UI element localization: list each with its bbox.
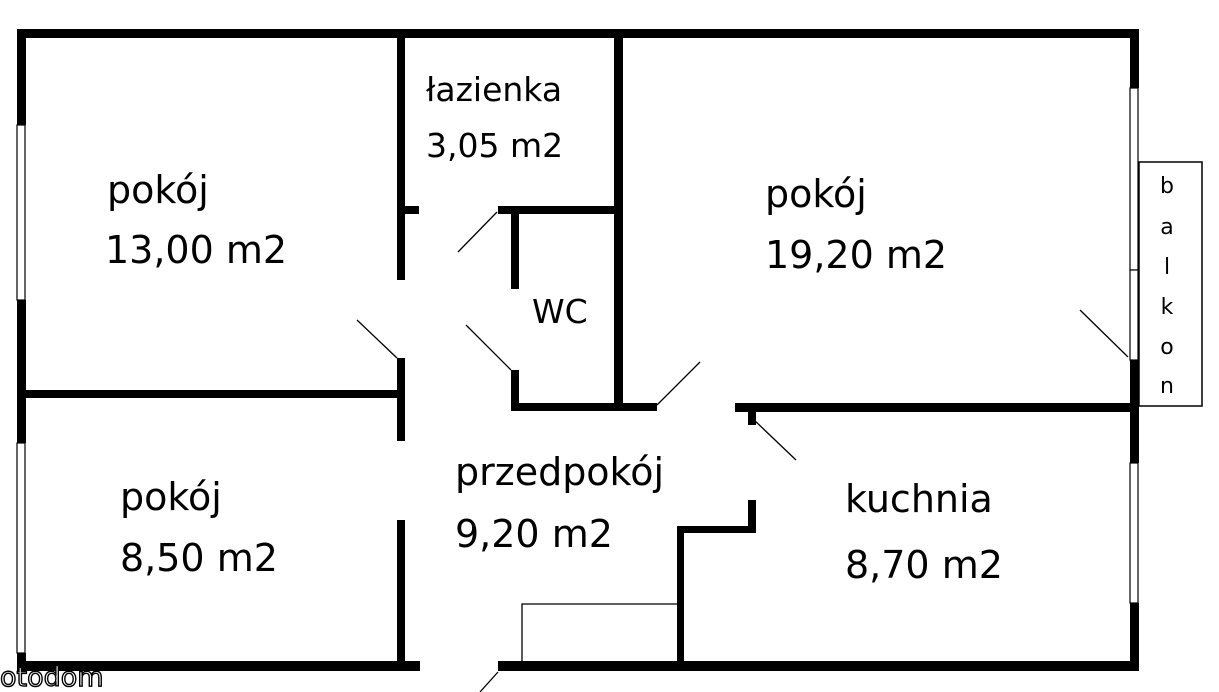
wardrobe-niche xyxy=(521,603,677,661)
wall-big-room-kitchen xyxy=(735,403,1139,412)
room-kuchnia-area: 8,70 m2 xyxy=(845,543,1003,587)
window-right-kitchen xyxy=(1129,462,1139,604)
room-pokoj-19-area: 19,20 m2 xyxy=(765,233,947,277)
wall-room1-bath-upper xyxy=(397,38,405,280)
balcony-letter: a xyxy=(1160,215,1173,240)
room-przedpokoj-area: 9,20 m2 xyxy=(455,512,613,556)
outer-wall-right-top xyxy=(1130,29,1139,88)
door-wc xyxy=(465,324,512,371)
outer-wall-left-top xyxy=(17,29,26,125)
balcony-label: b a l k o n xyxy=(1160,174,1174,399)
wall-kitchen-hall-lower xyxy=(677,526,684,671)
room-pokoj-8-name: pokój xyxy=(120,475,222,519)
wall-bath-wc xyxy=(498,206,623,214)
window-left-top xyxy=(16,124,26,301)
room-kuchnia: kuchnia 8,70 m2 xyxy=(845,477,1003,587)
room-przedpokoj: przedpokój 9,20 m2 xyxy=(455,450,664,556)
outer-wall-right-bottom xyxy=(1130,603,1139,671)
outer-wall-bottom-right xyxy=(498,661,1139,671)
window-right-upper xyxy=(1129,87,1139,271)
door-balcony xyxy=(1079,309,1129,358)
room-lazienka-area: 3,05 m2 xyxy=(426,126,563,165)
outer-wall-left-mid xyxy=(17,300,26,443)
room-pokoj-19-name: pokój xyxy=(765,172,867,216)
balcony-letter: b xyxy=(1160,174,1174,199)
wall-kitchen-hall-step xyxy=(677,526,756,533)
room-pokoj-8-area: 8,50 m2 xyxy=(120,536,278,580)
wall-kitchen-stub xyxy=(748,403,756,425)
watermark-logo: otodom xyxy=(0,662,104,692)
room-pokoj-19: pokój 19,20 m2 xyxy=(765,172,947,277)
wall-room1-room3 xyxy=(17,390,405,398)
walls xyxy=(17,29,1139,673)
wall-wc-left-bottom xyxy=(511,370,519,411)
room-pokoj-13-area: 13,00 m2 xyxy=(105,228,287,272)
window-left-bottom xyxy=(16,442,26,654)
room-wc-name: WC xyxy=(532,292,588,331)
balcony-letter: o xyxy=(1160,335,1173,360)
wall-hall-left-mid xyxy=(397,358,405,441)
wall-hall-left-low xyxy=(397,520,405,670)
wall-wc-bottom xyxy=(511,403,657,411)
room-pokoj-8: pokój 8,50 m2 xyxy=(120,475,278,580)
window-right-balcony xyxy=(1129,269,1139,361)
outer-wall-bottom-left xyxy=(17,661,420,671)
room-lazienka: łazienka 3,05 m2 xyxy=(426,70,563,165)
door-entrance xyxy=(479,671,499,692)
outer-wall-top xyxy=(17,29,1139,38)
wall-wc-left-top xyxy=(511,206,519,289)
wall-bath-big-room xyxy=(614,38,623,410)
room-wc: WC xyxy=(532,292,588,331)
balcony-outline xyxy=(1138,161,1203,407)
balcony xyxy=(1138,161,1203,407)
door-swings xyxy=(356,211,1129,692)
wall-bath-stub xyxy=(397,206,419,214)
room-przedpokoj-name: przedpokój xyxy=(455,450,664,494)
door-bathroom xyxy=(457,211,498,253)
door-kitchen xyxy=(751,417,797,461)
room-pokoj-13-name: pokój xyxy=(107,168,209,212)
door-big-room xyxy=(656,361,701,406)
balcony-letter: n xyxy=(1160,374,1174,399)
room-pokoj-13: pokój 13,00 m2 xyxy=(105,168,287,272)
balcony-letter: k xyxy=(1161,295,1174,320)
room-lazienka-name: łazienka xyxy=(426,70,562,109)
balcony-letter: l xyxy=(1164,255,1170,280)
door-room1 xyxy=(356,319,398,359)
room-kuchnia-name: kuchnia xyxy=(845,477,993,521)
wall-kitchen-hall-upper xyxy=(748,500,756,533)
